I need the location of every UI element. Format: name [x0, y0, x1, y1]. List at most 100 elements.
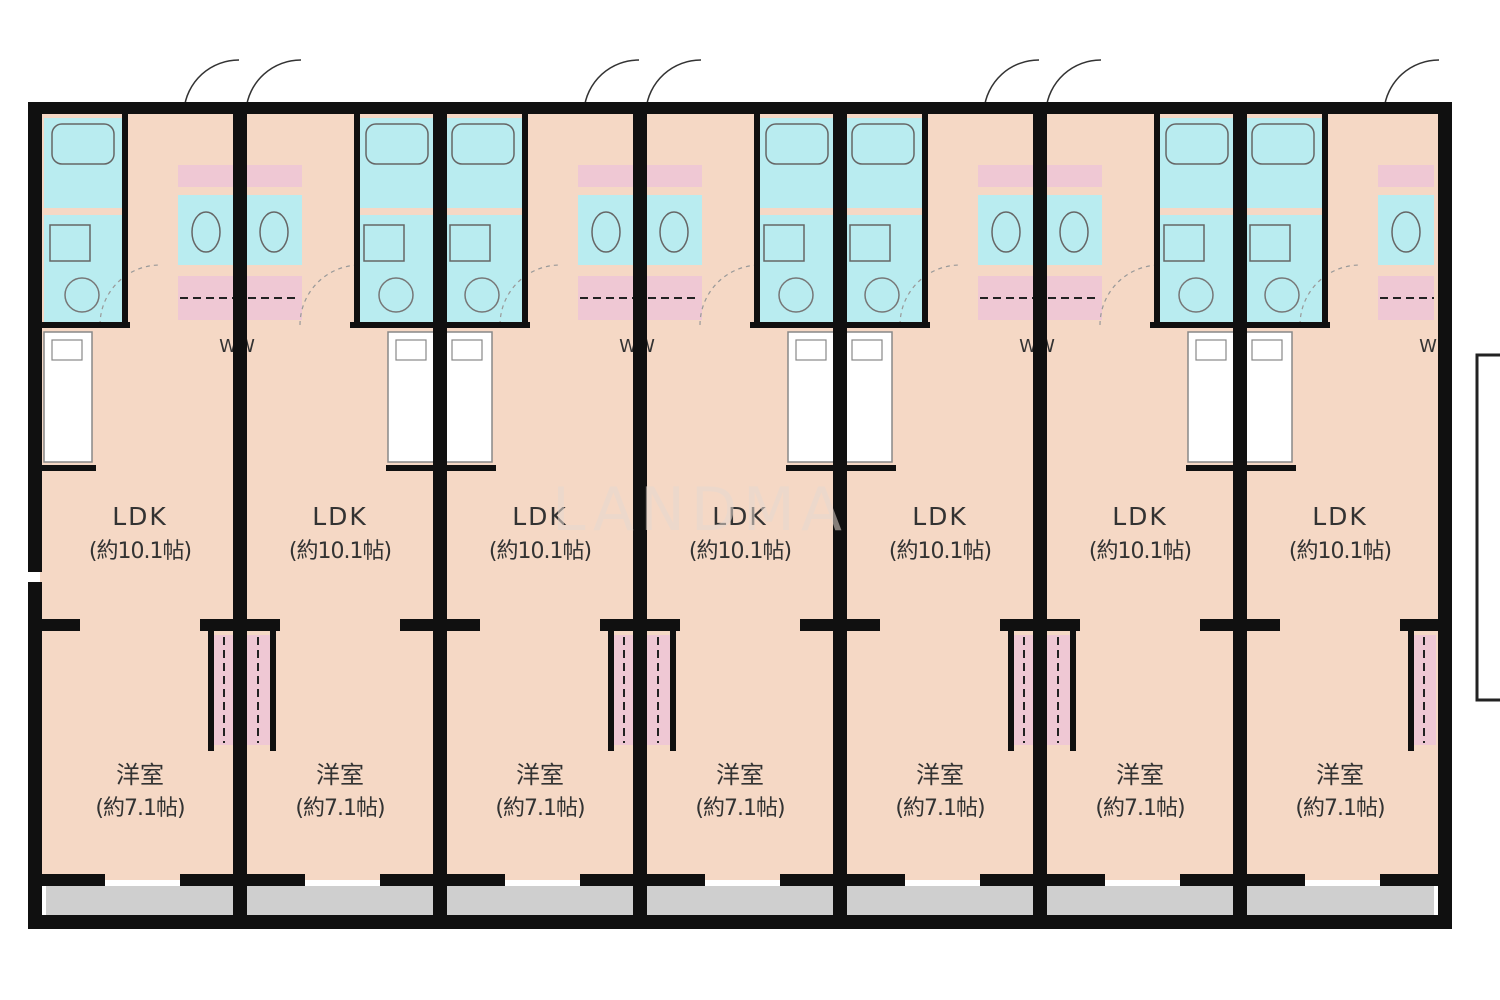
closet-label: W	[219, 336, 237, 357]
facade-wall	[840, 874, 905, 886]
washer-icon	[1178, 277, 1214, 313]
door-swing	[245, 59, 302, 111]
mid-wall	[840, 619, 880, 631]
bath-room	[1244, 118, 1322, 208]
washer-icon	[64, 277, 100, 313]
balcony	[246, 886, 434, 918]
toilet-icon	[991, 211, 1021, 253]
ldk-label: LDK	[312, 502, 368, 531]
kitchen-counter	[443, 331, 493, 463]
wet-partition	[354, 114, 360, 326]
washer-icon	[778, 277, 814, 313]
door-swing	[1299, 264, 1361, 326]
closet-wall	[1408, 631, 1414, 751]
bathtub-icon	[851, 123, 915, 165]
sink-icon	[1163, 224, 1205, 262]
party-wall	[833, 102, 847, 927]
wet-partition	[1322, 114, 1328, 326]
wet-partition	[1242, 322, 1330, 328]
mid-wall	[240, 619, 280, 631]
party-wall	[233, 102, 247, 927]
wet-partition	[1150, 322, 1238, 328]
washer-icon	[864, 277, 900, 313]
kitchen-counter	[1187, 331, 1237, 463]
facade-wall	[780, 874, 840, 886]
washer-icon	[378, 277, 414, 313]
unit-7: LDK(約10.1帖)洋室(約7.1帖)W	[1240, 59, 1440, 918]
party-wall	[433, 102, 447, 927]
mid-wall	[1200, 619, 1240, 631]
mid-wall	[1240, 619, 1280, 631]
sink-icon	[49, 224, 91, 262]
party-wall	[1233, 102, 1247, 927]
facade-wall	[440, 874, 505, 886]
mid-wall	[800, 619, 840, 631]
wet-partition	[842, 322, 930, 328]
ldk-label: LDK	[512, 502, 568, 531]
balcony	[1246, 886, 1434, 918]
door-swing	[645, 59, 702, 111]
toilet-icon	[1391, 211, 1421, 253]
toilet-room	[1046, 195, 1102, 265]
bathtub-icon	[1251, 123, 1315, 165]
kitchen-counter	[787, 331, 837, 463]
door-swing	[499, 264, 561, 326]
outer-wall-left-lower	[28, 582, 42, 927]
wet-partition	[922, 114, 928, 326]
sink-icon	[363, 224, 405, 262]
kitchen-counter	[387, 331, 437, 463]
bath-room	[844, 118, 922, 208]
door-swing	[899, 264, 961, 326]
toilet-room	[978, 195, 1034, 265]
wet-partition	[122, 114, 128, 326]
sink-icon	[1249, 224, 1291, 262]
room-area: (約7.1帖)	[95, 796, 184, 821]
ldk-area: (約10.1帖)	[889, 539, 991, 564]
facade-wall	[580, 874, 640, 886]
door-swing	[1099, 264, 1161, 326]
sink-icon	[449, 224, 491, 262]
bathtub-icon	[1165, 123, 1229, 165]
balcony	[446, 886, 634, 918]
closet-wall	[1008, 631, 1014, 751]
kitchen-wall	[786, 465, 840, 471]
door-swing	[1045, 59, 1102, 111]
facade-wall	[640, 874, 705, 886]
party-wall	[1033, 102, 1047, 927]
closet-label: W	[1019, 336, 1037, 357]
ldk-label: LDK	[112, 502, 168, 531]
kitchen-wall	[1242, 465, 1296, 471]
washroom	[844, 215, 922, 323]
mid-wall	[40, 619, 80, 631]
facade-wall	[380, 874, 440, 886]
outer-wall-bottom	[28, 915, 1452, 929]
balcony	[846, 886, 1034, 918]
door-swing	[299, 264, 361, 326]
ldk-area: (約10.1帖)	[489, 539, 591, 564]
mid-wall	[1400, 619, 1440, 631]
ldk-label: LDK	[1312, 502, 1368, 531]
room-label: 洋室	[1316, 761, 1364, 789]
ldk-area: (約10.1帖)	[89, 539, 191, 564]
unit-2: LDK(約10.1帖)洋室(約7.1帖)W	[237, 59, 440, 918]
toilet-icon	[1059, 211, 1089, 253]
door-swing	[583, 59, 640, 111]
entrance-step	[978, 165, 1034, 187]
stove-icon	[795, 339, 827, 361]
ldk-area: (約10.1帖)	[289, 539, 391, 564]
room-label: 洋室	[516, 761, 564, 789]
closet-wall	[270, 631, 276, 751]
ldk-area: (約10.1帖)	[689, 539, 791, 564]
room-area: (約7.1帖)	[295, 796, 384, 821]
washer-icon	[1264, 277, 1300, 313]
toilet-room	[646, 195, 702, 265]
sink-icon	[849, 224, 891, 262]
outer-wall-top	[28, 102, 1450, 114]
closet-wall	[1070, 631, 1076, 751]
outer-wall-right	[1438, 102, 1452, 927]
toilet-icon	[191, 211, 221, 253]
facade-wall	[240, 874, 305, 886]
bath-room	[44, 118, 122, 208]
wet-partition	[42, 322, 130, 328]
ldk-area: (約10.1帖)	[1089, 539, 1191, 564]
